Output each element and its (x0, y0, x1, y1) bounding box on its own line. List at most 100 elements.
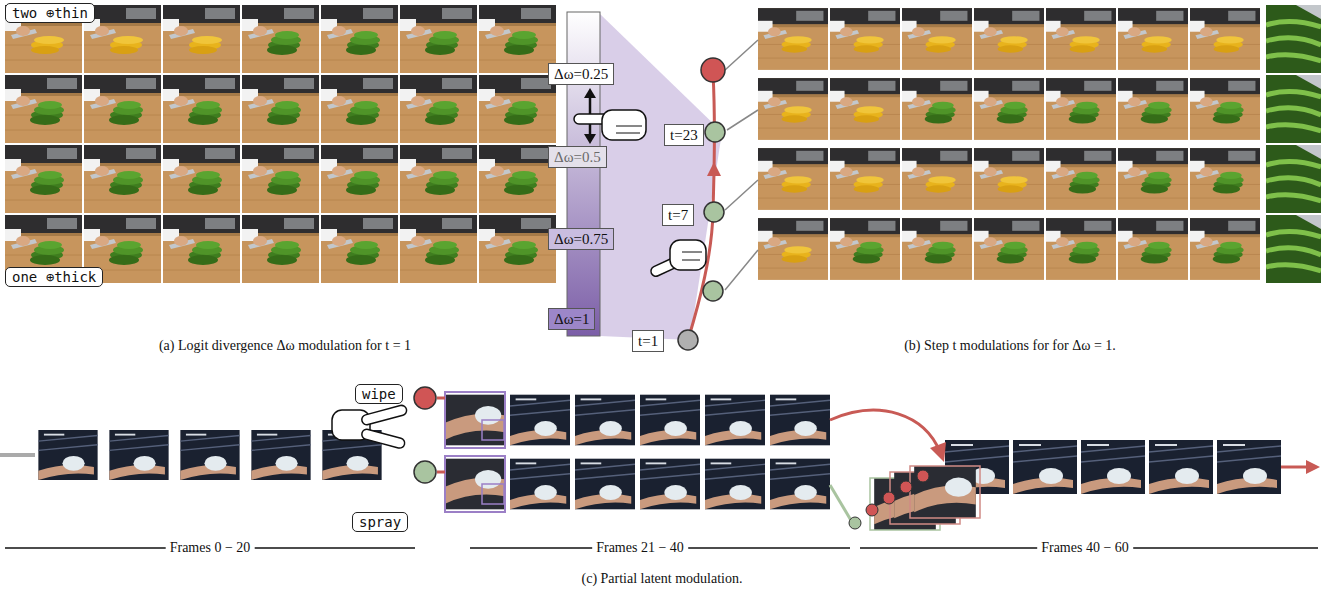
video-frame (321, 145, 398, 213)
video-frame (445, 395, 505, 446)
video-frame (163, 5, 240, 73)
video-frame (479, 75, 556, 143)
video-frame (758, 218, 828, 280)
video-frame (1266, 215, 1321, 283)
figure-part (361, 404, 408, 426)
video-frame (640, 459, 700, 510)
video-frame (1081, 440, 1145, 494)
node-text: wipe (362, 386, 396, 402)
slider-value: Δω=0.25 (548, 63, 614, 85)
video-frame (902, 8, 972, 70)
node-text: t=1 (638, 333, 658, 349)
panel-caption: (c) Partial latent modulation. (578, 570, 747, 587)
video-frame (830, 8, 900, 70)
video-frame (902, 218, 972, 280)
step-label: t=1 (632, 330, 664, 352)
video-frame (902, 78, 972, 140)
node-text: two ⊕thin (12, 5, 88, 21)
panel-caption: (a) Logit divergence Δω modulation for t… (155, 337, 415, 354)
video-frame (1149, 440, 1213, 494)
branch-dot (414, 387, 436, 409)
video-frame (321, 5, 398, 73)
frame-highlight (445, 456, 505, 512)
zoom-stack (849, 466, 980, 530)
branch-dot (414, 461, 436, 483)
label-text: Frames 0 − 20 (170, 540, 251, 555)
video-frame (758, 8, 828, 70)
slider-value: Δω=0.5 (548, 146, 607, 168)
video-frames (5, 5, 1321, 512)
step-dot (704, 202, 724, 222)
row-links (725, 40, 758, 290)
video-frame (830, 148, 900, 210)
step-dot (701, 58, 725, 82)
video-frame (400, 75, 477, 143)
frame-border (910, 466, 980, 518)
video-frame (705, 459, 765, 510)
video-frame (1266, 75, 1321, 143)
video-frame (510, 459, 570, 510)
frame-highlight (445, 392, 505, 448)
video-frame (770, 459, 830, 510)
video-frame (400, 5, 477, 73)
branch-dot (866, 504, 878, 516)
node-text: Δω=0.5 (554, 149, 601, 165)
timeline-arrowhead (1306, 460, 1320, 474)
video-frame (974, 218, 1044, 280)
video-frame (510, 395, 570, 446)
video-frame (974, 78, 1044, 140)
video-frame (321, 215, 398, 283)
branch-curve (830, 410, 940, 452)
step-dot (703, 281, 723, 301)
video-frame (914, 466, 976, 518)
video-frame (1190, 148, 1260, 210)
label-text: Frames 40 − 60 (1041, 540, 1129, 555)
action-tag: spray (352, 512, 408, 532)
video-frame (1118, 218, 1188, 280)
figure-part (682, 252, 702, 260)
video-frame (321, 75, 398, 143)
label-text: Frames 21 − 40 (596, 540, 684, 555)
video-frame (1046, 218, 1116, 280)
curve-arrowhead (930, 442, 946, 462)
node-text: t=7 (668, 207, 688, 223)
video-frame (242, 215, 319, 283)
video-frame (479, 5, 556, 73)
video-frame (830, 218, 900, 280)
video-frame (242, 75, 319, 143)
step-label: t=23 (664, 124, 704, 146)
video-frame (479, 215, 556, 283)
video-frame (180, 430, 239, 480)
frame-highlight (482, 420, 504, 440)
frame-range: Frames 21 − 40 (592, 539, 688, 556)
video-frame (974, 148, 1044, 210)
video-frame (109, 430, 168, 480)
step-label: t=7 (662, 204, 694, 226)
video-frame (1217, 440, 1281, 494)
video-frame (902, 148, 972, 210)
branch-link (830, 485, 852, 522)
hand-icon (574, 110, 646, 140)
step-dot (705, 122, 725, 142)
node-text: Δω=0.75 (554, 231, 608, 247)
frame-range: Frames 0 − 20 (166, 539, 255, 556)
panel-caption: (b) Step t modulations for for Δω = 1. (900, 337, 1120, 354)
branch-dot (883, 492, 895, 504)
slider-bar (567, 12, 600, 336)
video-frame (575, 395, 635, 446)
video-frame (1190, 8, 1260, 70)
video-frame (163, 145, 240, 213)
hand-icon (332, 404, 408, 449)
video-frame (400, 145, 477, 213)
video-frame (1266, 145, 1321, 213)
video-frame (575, 459, 635, 510)
video-frame (5, 75, 82, 143)
timeline (1281, 466, 1308, 469)
video-frame (84, 75, 161, 143)
video-frame (400, 215, 477, 283)
branch-dot (900, 481, 912, 493)
label-text: (a) Logit divergence Δω modulation for t… (159, 338, 411, 353)
node-text: t=23 (670, 127, 698, 143)
